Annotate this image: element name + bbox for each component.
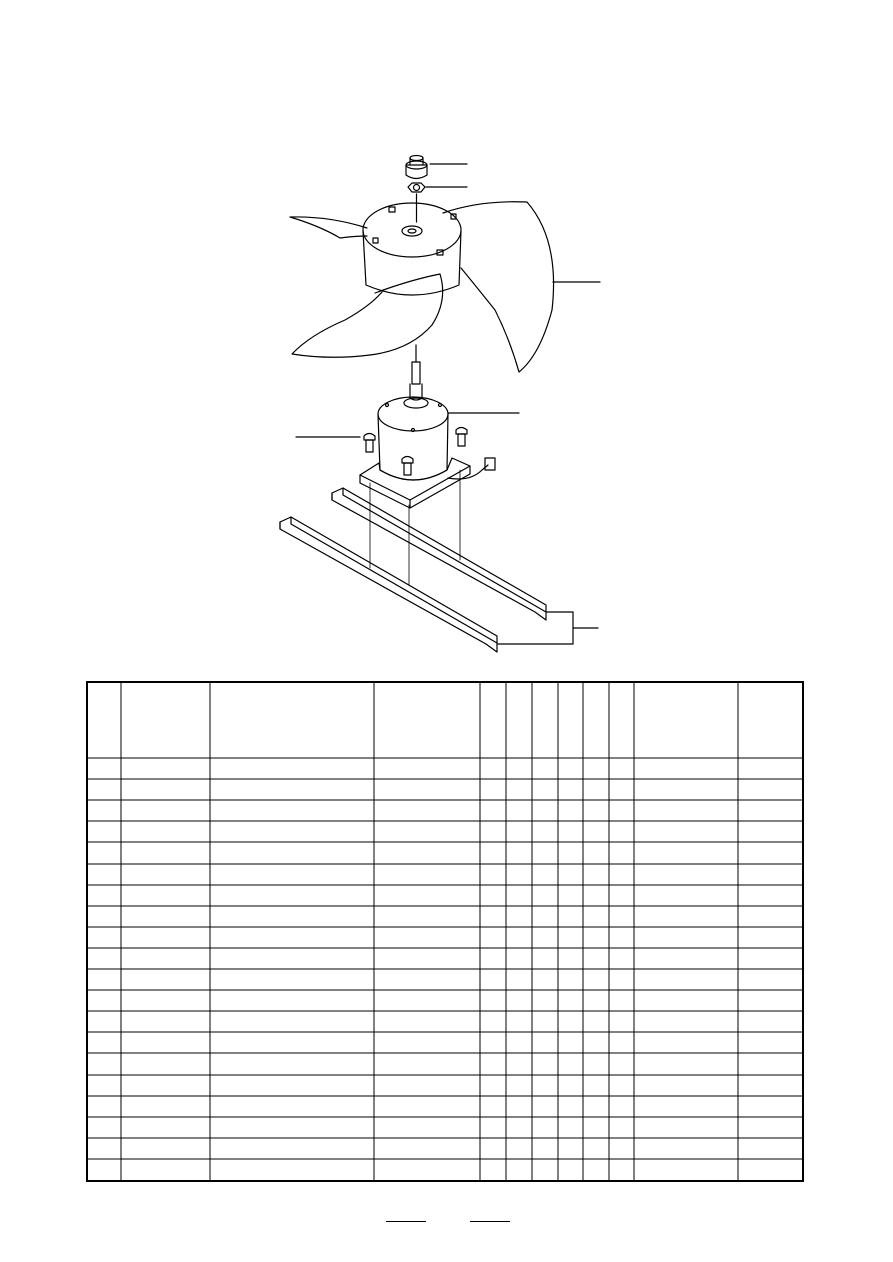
fan-nut-cap-part <box>405 154 428 180</box>
footer-blank-left <box>386 1221 426 1222</box>
hex-nut-part <box>407 182 426 193</box>
mounting-screw-part <box>363 426 468 476</box>
exploded-parts-diagram <box>279 154 601 653</box>
propeller-fan-part <box>289 201 555 373</box>
parts-list-table <box>86 681 804 1182</box>
motor-support-rails-part <box>279 487 547 653</box>
fan-motor-part <box>359 344 496 509</box>
parts-table-grid <box>88 683 802 1180</box>
leader-rails <box>497 611 599 645</box>
footer-blank-right <box>470 1221 510 1222</box>
